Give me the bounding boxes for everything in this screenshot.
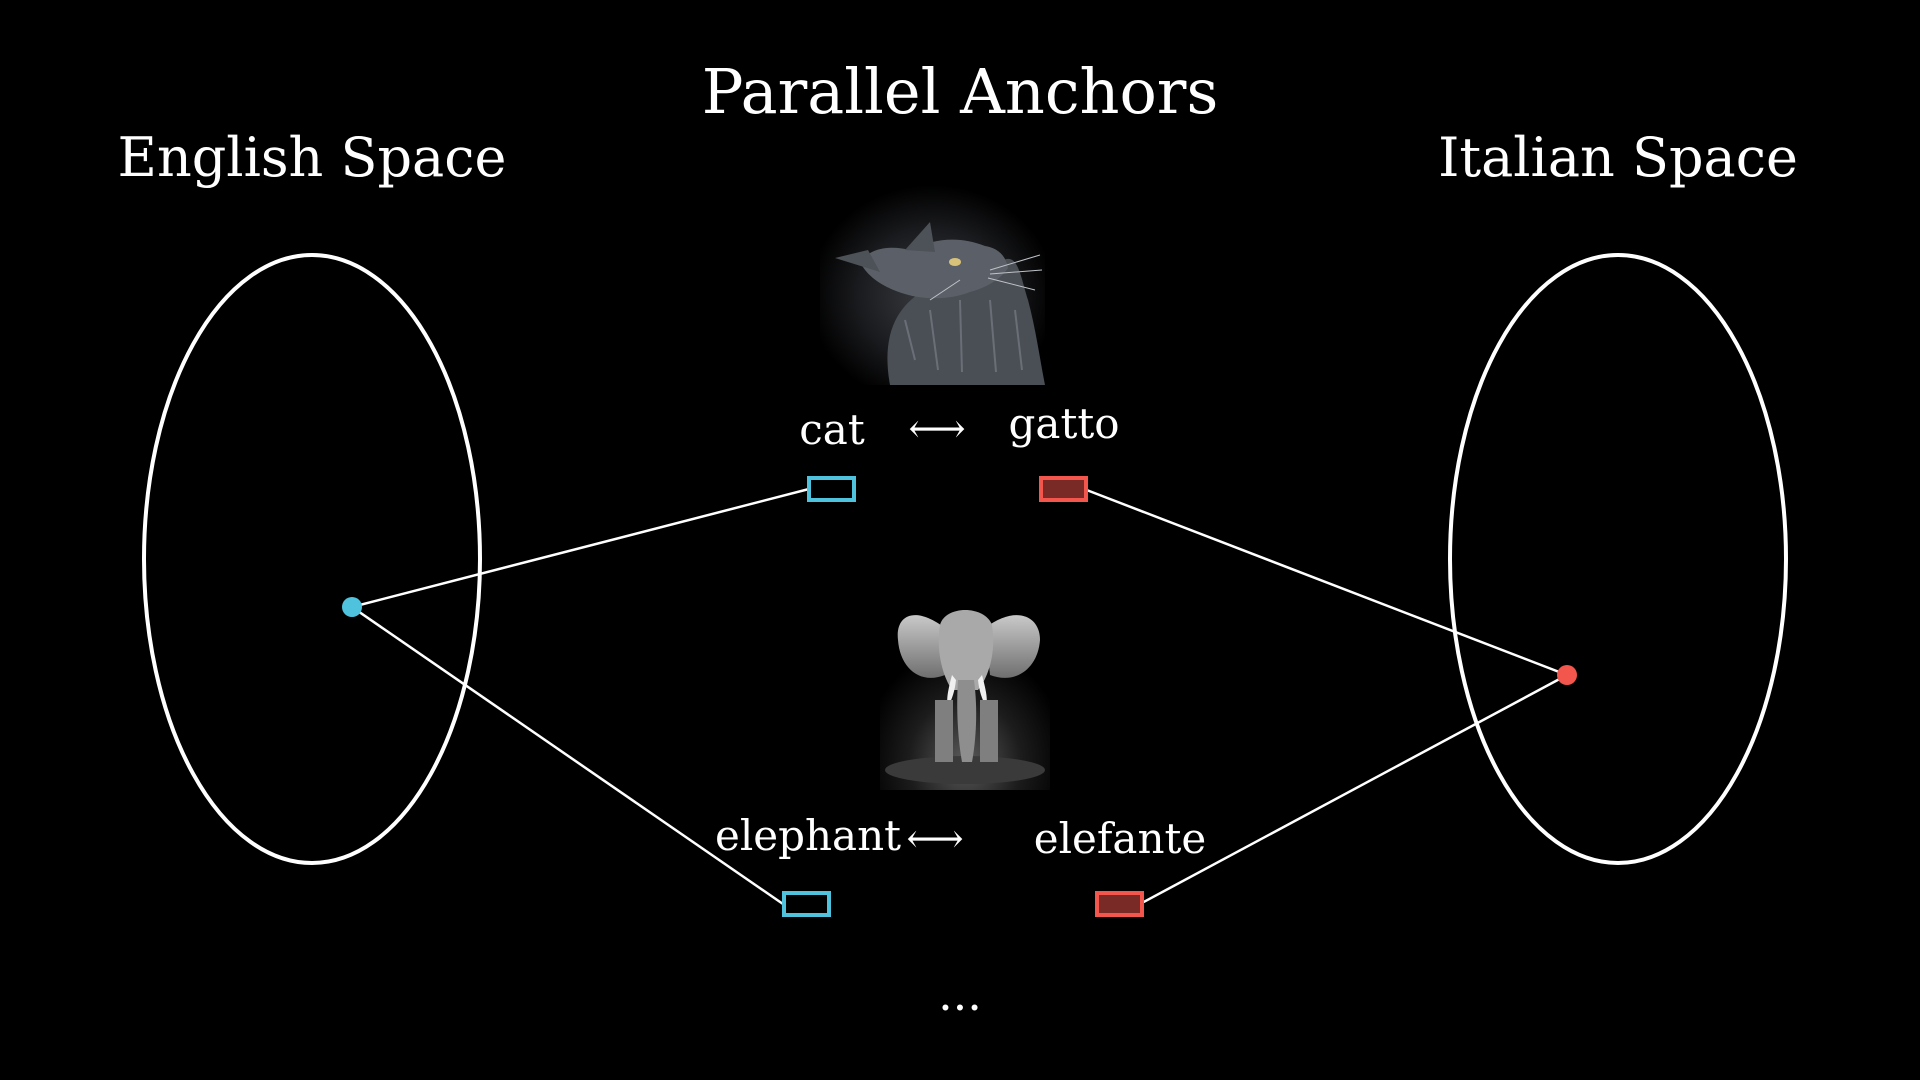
anchor-box-elephant [782, 891, 831, 917]
italian-space-ellipse [1448, 253, 1788, 865]
connector-english-elephant [351, 605, 784, 906]
anchor-box-gatto [1039, 476, 1088, 502]
pair-1-english-word: cat [799, 405, 865, 454]
pair-2-english-word: elephant [715, 811, 901, 860]
diagram-title: Parallel Anchors [702, 55, 1219, 128]
anchor-box-cat [807, 476, 856, 502]
cat-image [820, 185, 1045, 385]
italian-point [1557, 665, 1577, 685]
elephant-image [880, 600, 1050, 790]
english-space-label: English Space [118, 126, 507, 189]
pair-2-italian-word: elefante [1034, 814, 1207, 863]
connector-italian-gatto [1083, 487, 1568, 677]
italian-space-label: Italian Space [1438, 126, 1798, 189]
connector-english-cat [351, 487, 810, 609]
connector-italian-elefante [1139, 673, 1568, 906]
anchor-box-elefante [1095, 891, 1144, 917]
continuation-ellipsis: ... [938, 967, 982, 1021]
pair-1-arrow: ⟷ [908, 406, 965, 452]
pair-2-arrow: ⟷ [906, 816, 963, 862]
pair-1-italian-word: gatto [1009, 399, 1120, 448]
english-space-ellipse [142, 253, 482, 865]
english-point [342, 597, 362, 617]
